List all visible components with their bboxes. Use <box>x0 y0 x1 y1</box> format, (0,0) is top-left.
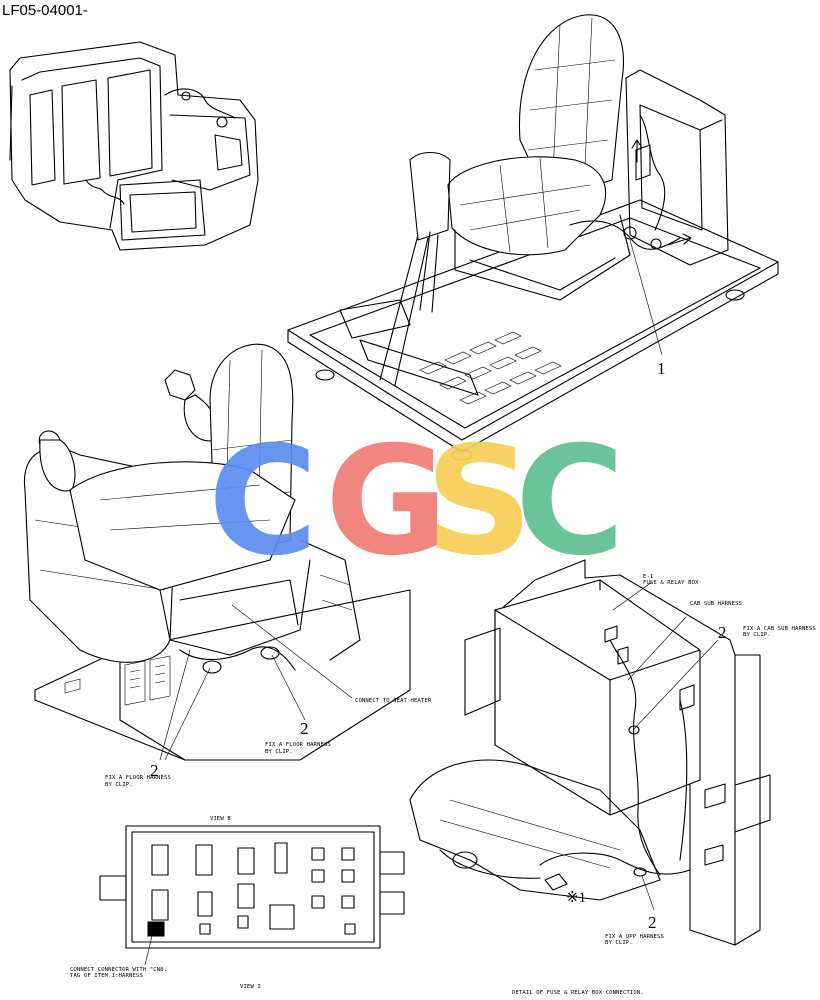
fuse-relay-box-illustration <box>409 559 771 946</box>
watermark-letter-4: C <box>515 415 625 589</box>
view-b-label: VIEW B <box>210 816 231 822</box>
callout-2-middle: 2 <box>300 719 309 738</box>
callout-2-right-bottom: 2 <box>648 913 657 932</box>
note-fix-cab-2: BY CLIP. <box>743 632 771 638</box>
callout-2-right-top: 2 <box>718 623 727 642</box>
note-fix-upp-1: FIX A UPP HARNESS <box>605 934 664 940</box>
view-b-fuse-panel <box>99 825 405 966</box>
note-connect-cnb-1: CONNECT CONNECTOR WITH "CN8. <box>70 967 167 973</box>
note-fuse-box-name: FUSE & RELAY BOX <box>643 580 699 586</box>
note-fix-floor-mid-1: FIX A FLOOR HARNESS <box>265 742 331 748</box>
note-seat-heater: CONNECT TO SEAT HEATER <box>355 698 432 704</box>
note-fix-upp-2: BY CLIP. <box>605 940 633 946</box>
note-fix-floor-mid-2: BY CLIP. <box>265 749 293 755</box>
note-cab-sub-harness: CAB SUB HARNESS <box>690 601 742 607</box>
watermark-letter-1: C <box>208 415 318 589</box>
callout-1: 1 <box>657 359 666 378</box>
page-code: LF05-04001- <box>2 2 88 19</box>
note-fix-cab-1: FIX A CAB SUB HARNESS <box>743 626 816 632</box>
watermark-logo: C G S C <box>208 415 625 589</box>
watermark-letter-3: S <box>425 415 533 589</box>
view-i-label: VIEW I <box>240 984 261 990</box>
note-fix-floor-left-2: BY CLIP. <box>105 782 133 788</box>
note-connect-cnb-2: TAG OF ITEM 1:HARNESS <box>70 973 143 979</box>
note-fuse-box-id: E-1 <box>643 574 653 580</box>
note-fix-floor-left-1: FIX A FLOOR HARNESS <box>105 775 171 781</box>
cab-overview-illustration <box>9 41 259 251</box>
detail-caption: DETAIL OF FUSE & RELAY BOX CONNECTION. <box>512 990 644 996</box>
cab-floor-seat-illustration <box>287 14 779 461</box>
watermark-letter-2: G <box>325 415 448 589</box>
seat-rear-illustration <box>23 343 411 761</box>
callout-2-left: 2 <box>150 761 159 780</box>
callout-x1: ※1 <box>566 890 586 906</box>
